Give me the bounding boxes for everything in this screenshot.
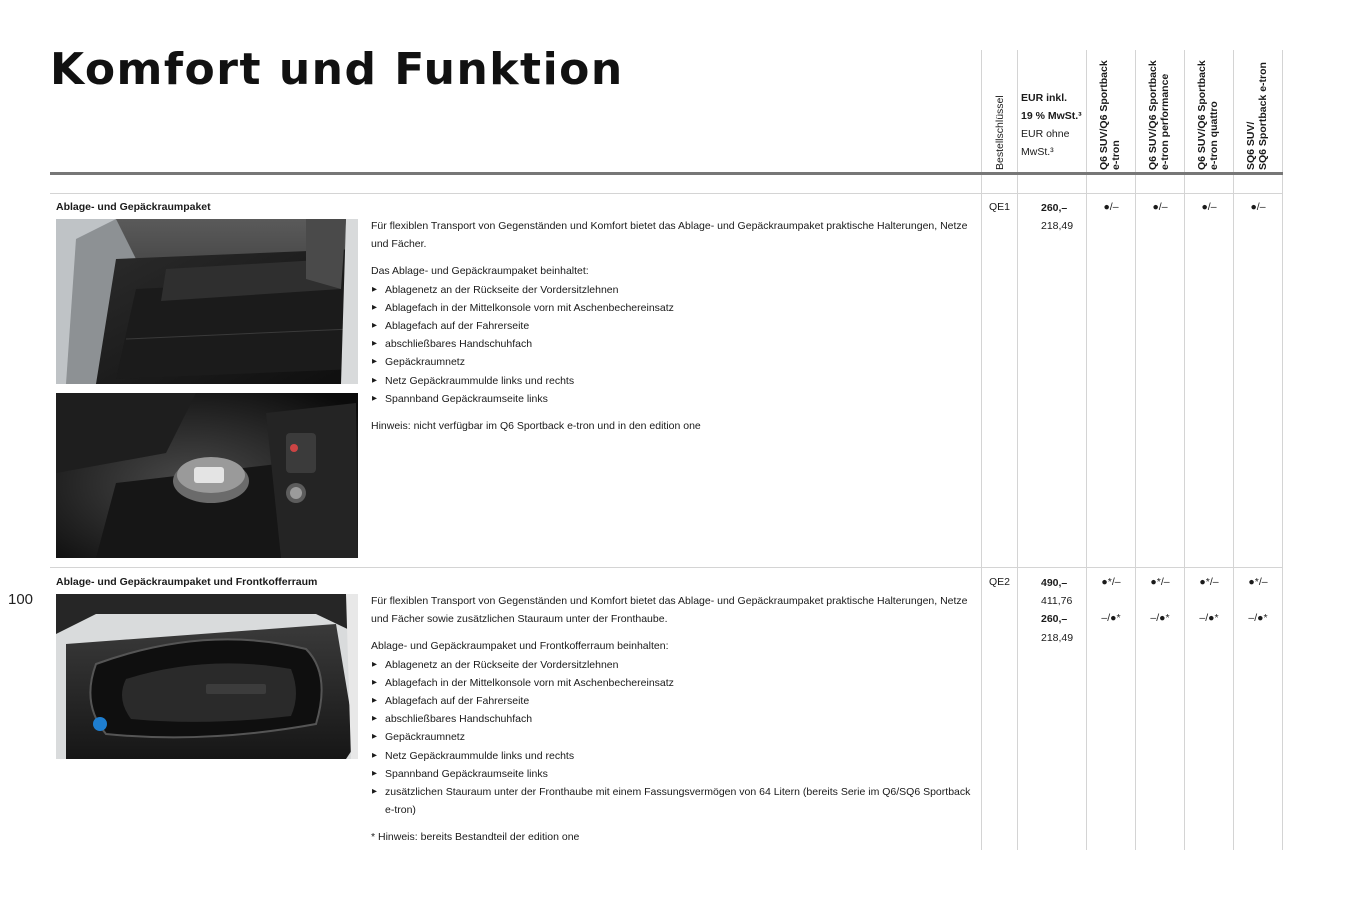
header-price: EUR inkl. 19 % MwSt.³ EUR ohne MwSt.³	[1021, 89, 1085, 161]
header-model-1: Q6 SUV/Q6 Sportback e-tron	[1098, 50, 1128, 170]
item-2-list-heading: Ablage- und Gepäckraumpaket und Frontkof…	[371, 640, 669, 653]
list-item: Gepäckraumnetz	[371, 728, 971, 746]
page-title: Komfort und Funktion	[50, 44, 624, 95]
item-2-intro: Für flexiblen Transport von Gegenständen…	[371, 595, 968, 626]
model-2-line1: Q6 SUV/Q6 Sportback	[1147, 60, 1159, 170]
item-2-photo-frunk	[56, 594, 358, 759]
model-4-line2: SQ6 Sportback e-tron	[1257, 62, 1269, 170]
column-divider	[981, 50, 982, 850]
price-net-line1: EUR ohne	[1021, 128, 1070, 140]
column-divider	[1233, 50, 1234, 850]
item-2-title: Ablage- und Gepäckraumpaket und Frontkof…	[56, 576, 318, 588]
item-1-feature-list: Ablagenetz an der Rückseite der Vordersi…	[371, 281, 971, 409]
item-1-description: Für flexiblen Transport von Gegenständen…	[371, 217, 971, 444]
list-item: Ablagenetz an der Rückseite der Vordersi…	[371, 656, 971, 674]
model-4-line1: SQ6 SUV/	[1245, 121, 1257, 170]
item-1-intro: Für flexiblen Transport von Gegenständen…	[371, 220, 968, 251]
header-order-key: Bestellschlüssel	[994, 50, 1014, 170]
model-3-line1: Q6 SUV/Q6 Sportback	[1196, 60, 1208, 170]
list-item: Gepäckraumnetz	[371, 353, 971, 371]
item-2-availability-model-1: ●*/–	[1101, 576, 1121, 588]
item-1-availability-model-1: ●/–	[1103, 201, 1119, 213]
item-2-feature-list: Ablagenetz an der Rückseite der Vordersi…	[371, 656, 971, 820]
list-item: Spannband Gepäckraumseite links	[371, 765, 971, 783]
model-1-line1: Q6 SUV/Q6 Sportback	[1098, 60, 1110, 170]
column-divider	[1135, 50, 1136, 850]
column-divider	[1184, 50, 1185, 850]
header-model-2: Q6 SUV/Q6 Sportback e-tron performance	[1147, 50, 1177, 170]
model-3-line2: e-tron quattro	[1208, 101, 1220, 170]
item-2-order-code: QE2	[989, 576, 1011, 588]
list-item: Netz Gepäckraummulde links und rechts	[371, 372, 971, 390]
list-item: Ablagenetz an der Rückseite der Vordersi…	[371, 281, 971, 299]
row-divider	[50, 193, 1283, 194]
column-divider	[1086, 50, 1087, 850]
list-item: zusätzlichen Stauraum unter der Fronthau…	[371, 783, 971, 819]
item-2-availability-model-4-alt: –/●*	[1248, 612, 1268, 624]
list-item: Ablagefach in der Mittelkonsole vorn mit…	[371, 299, 971, 317]
item-1-availability-model-4: ●/–	[1250, 201, 1266, 213]
item-1-photo-console	[56, 393, 358, 558]
item-1-title: Ablage- und Gepäckraumpaket	[56, 201, 211, 213]
item-2-availability-model-1-alt: –/●*	[1101, 612, 1121, 624]
item-2-price-gross-1: 490,–	[1041, 577, 1068, 589]
header-rule	[50, 172, 1283, 175]
item-1-note: Hinweis: nicht verfügbar im Q6 Sportback…	[371, 420, 701, 433]
list-item: abschließbares Handschuhfach	[371, 335, 971, 353]
model-2-line2: e-tron performance	[1159, 73, 1171, 170]
item-1-order-code: QE1	[989, 201, 1011, 213]
header-model-3: Q6 SUV/Q6 Sportback e-tron quattro	[1196, 50, 1226, 170]
price-gross-line2: 19 % MwSt.³	[1021, 110, 1082, 122]
list-item: Spannband Gepäckraumseite links	[371, 390, 971, 408]
list-item: abschließbares Handschuhfach	[371, 710, 971, 728]
order-key-label: Bestellschlüssel	[994, 95, 1006, 170]
list-item: Ablagefach auf der Fahrerseite	[371, 317, 971, 335]
price-net-line2: MwSt.³	[1021, 146, 1054, 158]
item-2-price: 490,– 411,76 260,– 218,49	[1041, 574, 1073, 647]
item-2-availability-model-2-alt: –/●*	[1150, 612, 1170, 624]
list-item: Ablagefach in der Mittelkonsole vorn mit…	[371, 674, 971, 692]
item-2-availability-model-3-alt: –/●*	[1199, 612, 1219, 624]
item-2-description: Für flexiblen Transport von Gegenständen…	[371, 592, 971, 856]
item-1-price-net: 218,49	[1041, 220, 1074, 233]
column-divider	[1017, 50, 1018, 850]
item-2-price-gross-2: 260,–	[1041, 613, 1068, 626]
list-item: Netz Gepäckraummulde links und rechts	[371, 747, 971, 765]
item-2-price-net-1: 411,76	[1041, 595, 1073, 608]
item-2-price-net-2: 218,49	[1041, 631, 1074, 644]
item-2-note: * Hinweis: bereits Bestandteil der editi…	[371, 831, 580, 844]
item-2-availability-model-2: ●*/–	[1150, 576, 1170, 588]
item-2-availability-model-3: ●*/–	[1199, 576, 1219, 588]
item-1-availability-model-2: ●/–	[1152, 201, 1168, 213]
item-1-list-heading: Das Ablage- und Gepäckraumpaket beinhalt…	[371, 265, 589, 278]
item-1-availability-model-3: ●/–	[1201, 201, 1217, 213]
item-1-photo-trunk	[56, 219, 358, 384]
header-model-4: SQ6 SUV/ SQ6 Sportback e-tron	[1245, 50, 1275, 170]
page-number: 100	[8, 591, 34, 608]
item-2-availability-model-4: ●*/–	[1248, 576, 1268, 588]
item-1-price-gross: 260,–	[1041, 202, 1068, 214]
price-gross-line1: EUR inkl.	[1021, 92, 1068, 104]
row-divider	[50, 567, 1283, 568]
list-item: Ablagefach auf der Fahrerseite	[371, 692, 971, 710]
column-divider	[1282, 50, 1283, 850]
item-1-price: 260,– 218,49	[1041, 199, 1073, 235]
model-1-line2: e-tron	[1110, 140, 1122, 170]
